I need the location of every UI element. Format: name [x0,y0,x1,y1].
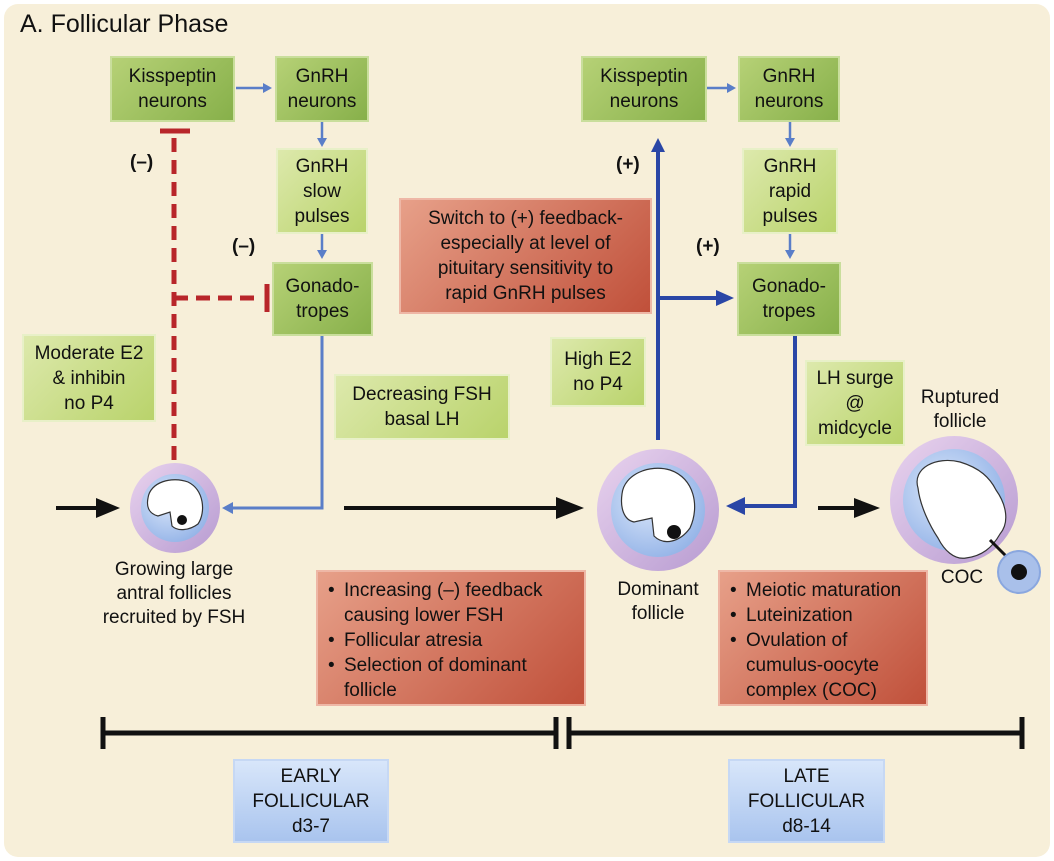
growing-follicle-icon [130,463,220,553]
early-event-item: Follicular atresia [328,628,584,653]
coc-label: COC [940,567,984,588]
left-gnrh-slow-pulses-box: GnRH slow pulses [276,148,368,234]
late-event-item: Ovulation of cumulus-oocyte complex (COC… [730,628,916,703]
left-hormone-status-box: Moderate E2 & inhibin no P4 [22,334,156,422]
right-gnrh-neurons-box: GnRH neurons [738,56,840,122]
left-gonadotropes-feedback-sign: (–) [232,236,256,257]
left-gnrh-neurons-box: GnRH neurons [275,56,369,122]
early-follicular-box: EARLY FOLLICULAR d3-7 [233,759,389,843]
late-follicular-box: LATE FOLLICULAR d8-14 [728,759,885,843]
late-events-list: Meiotic maturation Luteinization Ovulati… [730,578,916,703]
early-events-box: Increasing (–) feedback causing lower FS… [316,570,586,706]
right-kisspeptin-feedback-sign: (+) [616,154,640,175]
right-gonadotropes-box: Gonado- tropes [737,262,841,336]
right-gonadotropes-feedback-sign: (+) [696,236,720,257]
diagram-title: A. Follicular Phase [20,10,229,38]
dominant-follicle-label: Dominant follicle [617,579,699,624]
right-kisspeptin-neurons-box: Kisspeptin neurons [581,56,707,122]
left-signal-arrows [222,83,327,514]
right-hormone-status-box: High E2 no P4 [550,337,646,407]
late-events-box: Meiotic maturation Luteinization Ovulati… [718,570,928,706]
coc-icon [988,538,1041,594]
dominant-follicle-icon [597,449,719,571]
left-gonadotropes-box: Gonado- tropes [272,262,373,336]
right-signal-arrows [707,83,795,259]
negative-feedback-lines [160,128,270,460]
right-gnrh-rapid-pulses-box: GnRH rapid pulses [742,148,838,234]
late-event-item: Luteinization [730,603,916,628]
left-kisspeptin-neurons-box: Kisspeptin neurons [110,56,235,122]
positive-feedback-lines [651,138,797,515]
timeline-bar [100,717,1025,749]
ruptured-follicle-icon [890,436,1018,564]
late-event-item: Meiotic maturation [730,578,916,603]
early-event-item: Selection of dominant follicle [328,653,574,703]
decreasing-fsh-box: Decreasing FSH basal LH [334,374,510,440]
early-event-item: Increasing (–) feedback causing lower FS… [328,578,584,628]
ruptured-follicle-label: Ruptured follicle [920,387,1000,432]
early-events-list: Increasing (–) feedback causing lower FS… [328,578,584,703]
growing-follicles-label: Growing large antral follicles recruited… [102,559,246,628]
progression-arrows [56,497,880,519]
left-kisspeptin-feedback-sign: (–) [130,152,154,173]
switch-to-positive-feedback-box: Switch to (+) feedback- especially at le… [399,198,652,314]
lh-surge-box: LH surge @ midcycle [805,360,905,446]
